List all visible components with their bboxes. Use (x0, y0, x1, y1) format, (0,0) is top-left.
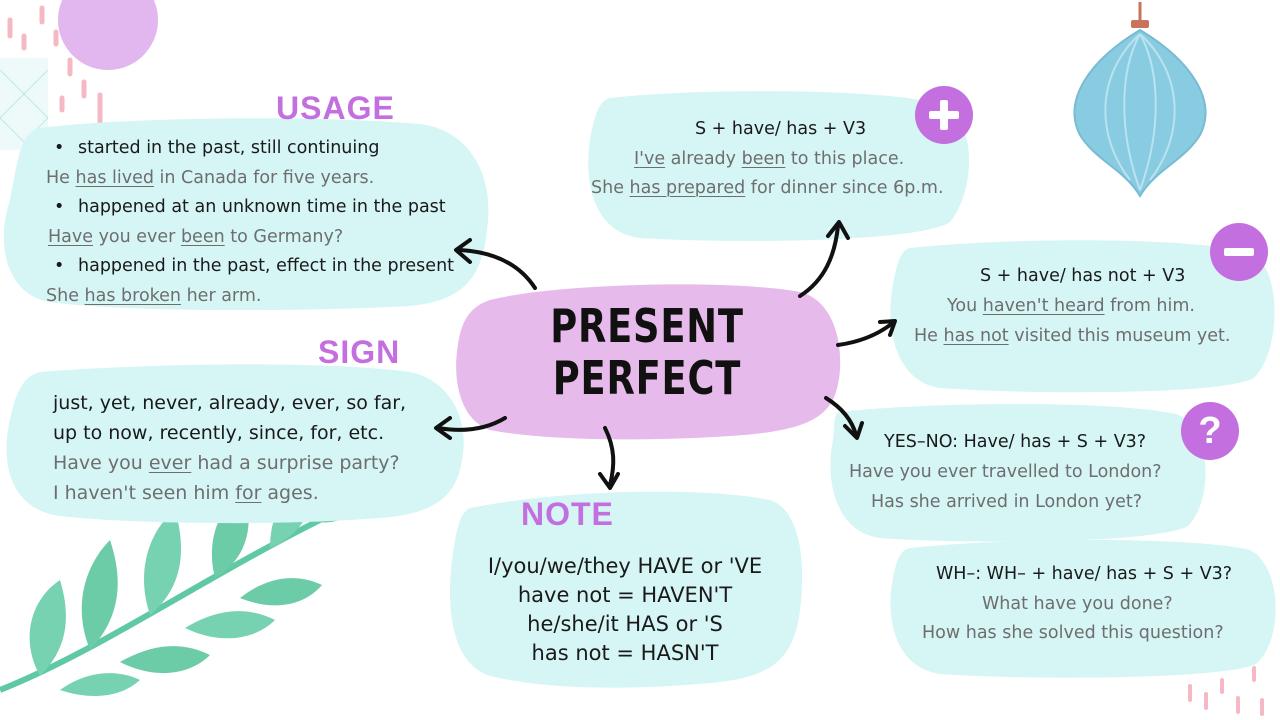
usage-example-1-verb: has lived (75, 168, 154, 188)
positive-example-2-verb: has prepared (629, 178, 746, 198)
sign-example-2-word: for (235, 482, 262, 504)
note-line-1: I/you/we/they HAVE or 'VE (487, 554, 763, 578)
usage-bullet-3: happened in the past, effect in the pres… (54, 251, 454, 281)
usage-example-2-aux: Have (48, 227, 94, 247)
sign-example-2-b: ages. (261, 482, 319, 504)
leaf-branch-icon (0, 475, 365, 696)
usage-bullet-3-text: happened in the past, effect in the pres… (78, 256, 455, 276)
usage-bullet-1: started in the past, still continuing (54, 133, 379, 163)
positive-example-2-a: She (591, 178, 630, 198)
wh-formula: WH–: WH– + have/ has + S + V3? (936, 564, 1233, 584)
usage-example-1-b: in Canada for five years. (153, 168, 375, 188)
center-title-line1: PRESENT (550, 299, 744, 353)
negative-example-2-a: He (914, 326, 944, 346)
positive-blob (588, 91, 970, 241)
positive-example-1: I've already been to this place. (634, 144, 904, 174)
positive-example-1-verb: been (741, 149, 786, 169)
sign-example-1-a: Have you (53, 452, 149, 474)
positive-example-2: She has prepared for dinner since 6p.m. (591, 173, 944, 203)
usage-example-1: He has lived in Canada for five years. (46, 163, 374, 193)
sign-blob (6, 364, 464, 524)
note-line-2: have not = HAVEN'T (517, 583, 733, 607)
usage-example-3: She has broken her arm. (46, 281, 261, 311)
usage-example-3-verb: has broken (84, 286, 182, 306)
decor-circle (58, 0, 158, 70)
positive-badge (915, 86, 973, 144)
wh-example-2: How has she solved this question? (922, 623, 1224, 643)
usage-example-3-b: her arm. (181, 286, 262, 306)
minus-icon (1224, 248, 1254, 256)
usage-bullet-2: happened at an unknown time in the past (54, 192, 446, 222)
arrow-to-negative (836, 319, 897, 347)
note-blob (449, 491, 803, 688)
sign-example-1: Have you ever had a surprise party? (53, 448, 400, 478)
yesno-example-2: Has she arrived in London yet? (871, 492, 1143, 512)
positive-formula: S + have/ has + V3 (695, 119, 867, 139)
positive-example-1-b: to this place. (785, 149, 905, 169)
wh-blob (890, 540, 1276, 678)
usage-example-1-a: He (46, 168, 76, 188)
wh-example-1: What have you done? (982, 594, 1173, 614)
ornament-icon (1073, 2, 1207, 198)
plus-icon (929, 100, 959, 130)
note-heading: NOTE (521, 496, 614, 532)
usage-bullet-1-text: started in the past, still continuing (78, 138, 380, 158)
usage-example-2-verb: been (180, 227, 225, 247)
sign-example-2: I haven't seen him for ages. (53, 478, 319, 508)
sign-words-line2: up to now, recently, since, for, etc. (53, 422, 385, 444)
decor-dashes (7, 5, 103, 127)
note-line-3: he/she/it HAS or 'S (527, 612, 723, 636)
positive-example-1-aux: 've (639, 149, 666, 169)
positive-example-1-a: already (665, 149, 742, 169)
center-blob (456, 284, 841, 440)
arrow-to-sign (434, 416, 507, 440)
negative-example-1-b: from him. (1104, 296, 1195, 316)
usage-example-2-b: to Germany? (224, 227, 344, 247)
sign-example-1-word: ever (148, 452, 192, 474)
positive-example-1-subj: I (634, 149, 640, 169)
negative-badge (1210, 223, 1268, 281)
arrow-to-positive (798, 220, 850, 298)
negative-example-2: He has not visited this museum yet. (914, 321, 1230, 351)
usage-bullet-2-text: happened at an unknown time in the past (78, 197, 446, 217)
question-icon: ? (1198, 409, 1222, 452)
question-badge: ? (1181, 402, 1239, 460)
negative-example-2-verb: has not (943, 326, 1009, 346)
negative-example-2-b: visited this museum yet. (1008, 326, 1231, 346)
note-line-4: has not = HASN'T (531, 641, 719, 665)
negative-formula: S + have/ has not + V3 (980, 266, 1186, 286)
arrow-to-question (824, 396, 864, 440)
sign-example-2-a: I haven't seen him (53, 482, 236, 504)
decor-dashes-bottom (1188, 666, 1264, 716)
usage-example-2-a: you ever (93, 227, 181, 247)
negative-example-1-verb: haven't heard (982, 296, 1105, 316)
negative-blob (890, 240, 1275, 393)
usage-heading: USAGE (276, 90, 395, 126)
yesno-example-1: Have you ever travelled to London? (849, 462, 1162, 482)
center-title-line2: PERFECT (552, 351, 742, 405)
usage-example-2: Have you ever been to Germany? (48, 222, 343, 252)
arrow-to-note (598, 426, 620, 490)
usage-example-3-a: She (46, 286, 85, 306)
negative-example-1: You haven't heard from him. (947, 291, 1195, 321)
yesno-formula: YES–NO: Have/ has + S + V3? (884, 432, 1147, 452)
negative-example-1-a: You (947, 296, 983, 316)
center-title: PRESENT PERFECT (499, 300, 795, 404)
positive-example-2-b: for dinner since 6p.m. (745, 178, 944, 198)
arrow-to-usage (454, 238, 537, 290)
yesno-blob (830, 404, 1206, 542)
sign-words-line1: just, yet, never, already, ever, so far, (53, 392, 407, 414)
sign-example-1-b: had a surprise party? (191, 452, 400, 474)
sign-heading: SIGN (318, 334, 401, 370)
